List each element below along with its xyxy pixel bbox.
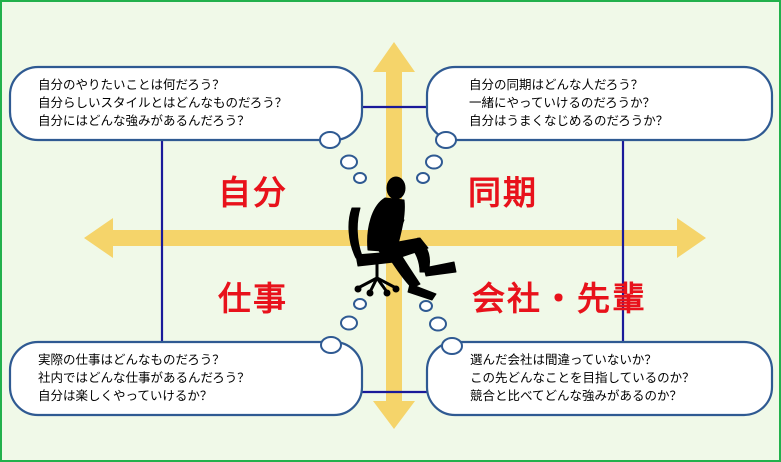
thinking-person-on-chair-icon bbox=[348, 176, 457, 301]
question-line: 自分のやりたいことは何だろう？ bbox=[38, 77, 225, 92]
question-line: 競合と比べてどんな強みがあるのか？ bbox=[470, 388, 683, 403]
bubble-bottom-right-text: 選んだ会社は間違っていないか？ この先どんなことを目指しているのか？ 競合と比べ… bbox=[470, 351, 695, 405]
thought-dot bbox=[441, 337, 463, 355]
bubble-bottom-left bbox=[8, 340, 364, 417]
question-line: 自分の同期はどんな人だろう？ bbox=[469, 77, 644, 92]
thought-dot bbox=[319, 131, 341, 149]
bubble-top-left-text: 自分のやりたいことは何だろう？ 自分らしいスタイルとはどんなものだろう？ 自分に… bbox=[38, 76, 287, 130]
bubble-top-left bbox=[8, 65, 364, 142]
connector-lines bbox=[160, 105, 625, 394]
quadrant-label-company: 会社・先輩 bbox=[472, 279, 647, 318]
thought-dot bbox=[353, 172, 367, 184]
bubble-bottom-left-text: 実際の仕事はどんなものだろう？ 社内ではどんな仕事があるんだろう？ 自分は楽しく… bbox=[38, 351, 250, 405]
thought-dot bbox=[419, 300, 433, 312]
quadrant-label-self: 自分 bbox=[218, 173, 288, 212]
question-line: この先どんなことを目指しているのか？ bbox=[470, 370, 695, 385]
question-line: 自分はうまくなじめるのだろうか？ bbox=[469, 113, 669, 128]
question-line: 社内ではどんな仕事があるんだろう？ bbox=[38, 370, 250, 385]
bubble-bottom-right bbox=[425, 340, 774, 417]
question-line: 選んだ会社は間違っていないか？ bbox=[470, 352, 657, 367]
thought-dot bbox=[353, 298, 367, 310]
thought-dot bbox=[340, 315, 358, 331]
thought-dot bbox=[320, 336, 342, 354]
question-line: 実際の仕事はどんなものだろう？ bbox=[38, 352, 225, 367]
thought-dots bbox=[319, 131, 463, 355]
thought-dot bbox=[416, 172, 430, 184]
question-line: 自分は楽しくやっていけるか？ bbox=[38, 388, 213, 403]
question-line: 自分らしいスタイルとはどんなものだろう？ bbox=[38, 95, 288, 110]
thought-dot bbox=[435, 131, 457, 149]
thought-dot bbox=[340, 154, 358, 170]
quadrant-label-peers: 同期 bbox=[468, 173, 538, 212]
bubble-top-right-text: 自分の同期はどんな人だろう？ 一緒にやっていけるのだろうか？ 自分はうまくなじめ… bbox=[469, 76, 668, 130]
question-line: 自分にはどんな強みがあるんだろう？ bbox=[38, 113, 250, 128]
quadrant-label-work: 仕事 bbox=[218, 279, 288, 318]
thought-dot bbox=[425, 154, 443, 170]
thought-dot bbox=[429, 316, 447, 332]
bubble-top-right bbox=[425, 65, 774, 142]
question-line: 一緒にやっていけるのだろうか？ bbox=[469, 95, 656, 110]
